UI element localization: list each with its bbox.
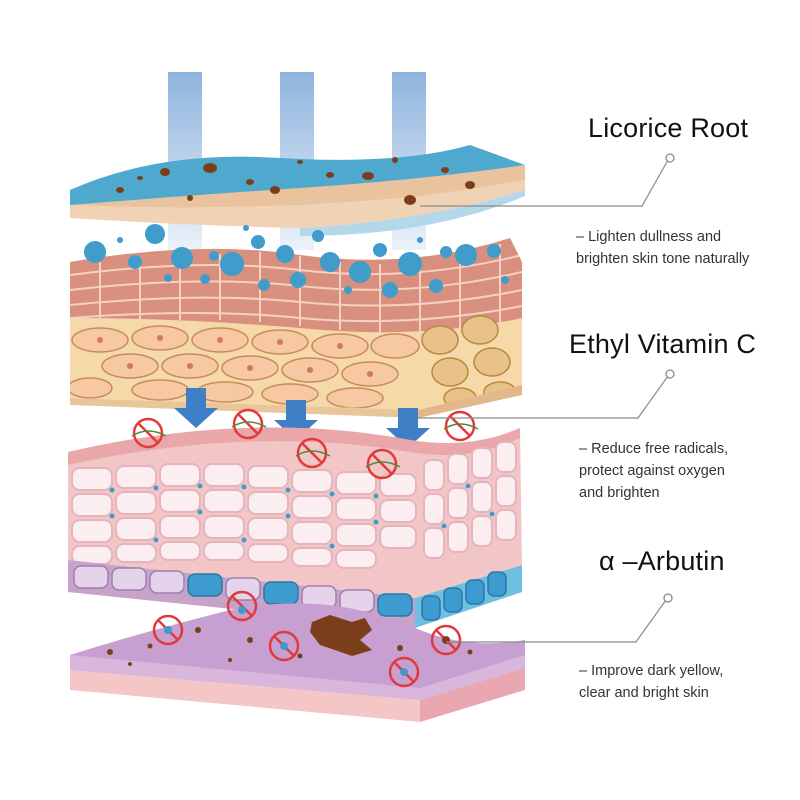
desc-line: – Reduce free radicals,: [579, 441, 729, 457]
ingredient-desc-ethyl-vitamin-c: – Reduce free radicals, protect against …: [579, 438, 728, 504]
ingredient-desc-licorice-root: – Lighten dullness and brighten skin ton…: [576, 226, 749, 270]
granular-cells: [70, 315, 517, 409]
spinous-cells: [71, 441, 517, 569]
desc-line: clear and bright skin: [579, 685, 709, 701]
desc-line: brighten skin tone naturally: [576, 251, 750, 267]
ingredient-title-ethyl-vitamin-c: Ethyl Vitamin C: [569, 329, 757, 359]
callout-lines: [418, 159, 669, 643]
active-ingredient-bubbles: [84, 224, 509, 298]
desc-line: – Lighten dullness and: [576, 229, 722, 245]
dermis-layer: [70, 603, 525, 722]
melanin-patch: [310, 615, 372, 656]
surface-layer: [70, 145, 525, 236]
melanocyte-cells: [187, 573, 413, 617]
desc-line: and brighten: [579, 485, 660, 501]
forbid-symbols: [131, 408, 479, 688]
ingredient-desc-alpha-arbutin: – Improve dark yellow, clear and bright …: [579, 660, 723, 704]
desc-line: – Improve dark yellow,: [579, 663, 724, 679]
callout-dot-licorice: [665, 153, 675, 163]
desc-line: protect against oxygen: [579, 463, 725, 479]
surface-pigment-dots: [116, 157, 475, 205]
callout-dot-vitamin-c: [665, 369, 675, 379]
cellular-layer: [68, 427, 522, 628]
cell-nuclei: [109, 483, 495, 549]
ingredient-title-alpha-arbutin: α –Arbutin: [599, 546, 725, 576]
ingredient-title-licorice-root: Licorice Root: [588, 113, 749, 143]
callout-dot-arbutin: [663, 593, 673, 603]
